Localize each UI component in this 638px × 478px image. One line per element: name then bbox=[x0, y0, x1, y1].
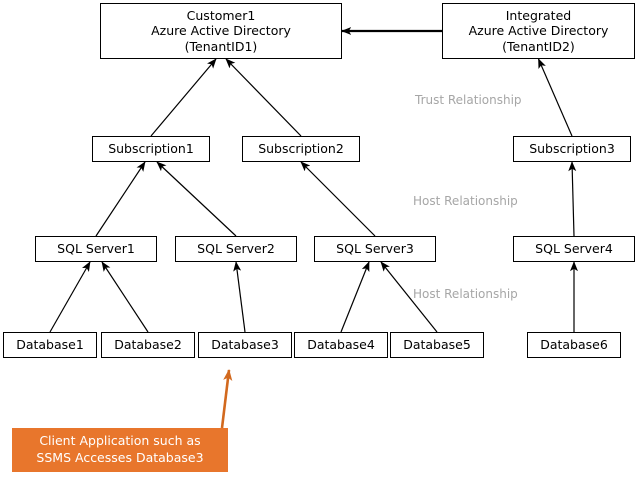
edge-sql-server2-to-subscription1 bbox=[156, 161, 237, 237]
edge-database2-to-sql-server1 bbox=[101, 261, 149, 333]
node-sql-server4[interactable]: SQL Server4 bbox=[513, 236, 635, 262]
node-integrated-azure-active-directory[interactable]: Integrated Azure Active Directory (Tenan… bbox=[442, 3, 635, 59]
node-database5[interactable]: Database5 bbox=[390, 332, 484, 358]
node-subscription3[interactable]: Subscription3 bbox=[513, 136, 631, 162]
host-relationship-label-subscription-level: Host Relationship bbox=[413, 194, 518, 208]
callout-pointer-line bbox=[220, 369, 233, 429]
edge-sql-server3-to-subscription2 bbox=[300, 161, 376, 237]
node-sql-server1[interactable]: SQL Server1 bbox=[35, 236, 157, 262]
node-sql-server2[interactable]: SQL Server2 bbox=[175, 236, 297, 262]
node-database4[interactable]: Database4 bbox=[294, 332, 388, 358]
edge-subscription2-to-customer1-aad bbox=[225, 58, 302, 137]
edge-database3-to-sql-server2 bbox=[233, 261, 246, 333]
node-database2[interactable]: Database2 bbox=[101, 332, 195, 358]
client-application-callout[interactable]: Client Application such as SSMS Accesses… bbox=[12, 428, 228, 472]
edge-subscription1-to-customer1-aad bbox=[150, 58, 217, 137]
edge-sql-server4-to-subscription3 bbox=[568, 161, 577, 237]
host-relationship-label-server-level: Host Relationship bbox=[413, 287, 518, 301]
node-subscription1[interactable]: Subscription1 bbox=[92, 136, 210, 162]
node-database3[interactable]: Database3 bbox=[198, 332, 292, 358]
node-subscription2[interactable]: Subscription2 bbox=[242, 136, 360, 162]
edge-subscription3-to-integrated-aad bbox=[537, 58, 573, 137]
node-database1[interactable]: Database1 bbox=[3, 332, 97, 358]
node-sql-server3[interactable]: SQL Server3 bbox=[314, 236, 436, 262]
edge-database1-to-sql-server1 bbox=[49, 261, 91, 333]
node-customer1-azure-active-directory[interactable]: Customer1 Azure Active Directory (Tenant… bbox=[100, 3, 342, 59]
edge-database4-to-sql-server3 bbox=[340, 261, 370, 333]
edge-sql-server1-to-subscription1 bbox=[95, 161, 146, 237]
trust-relationship-label: Trust Relationship bbox=[415, 93, 522, 107]
node-database6[interactable]: Database6 bbox=[527, 332, 621, 358]
